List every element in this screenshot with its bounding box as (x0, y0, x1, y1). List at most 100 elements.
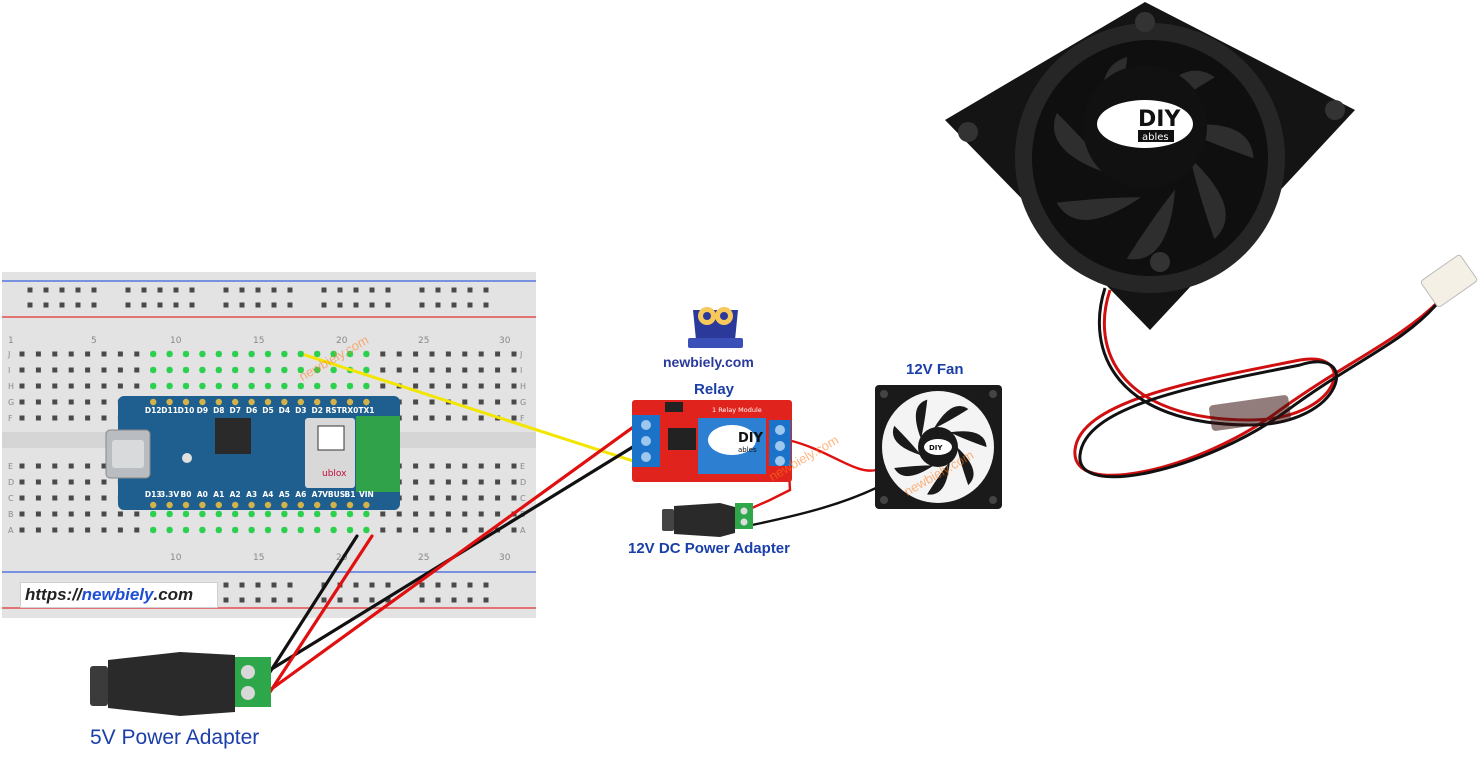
breadboard-hole (68, 383, 74, 389)
breadboard-hole (101, 399, 107, 405)
breadboard-hole (19, 415, 25, 421)
breadboard-hole (478, 383, 484, 389)
pin-label: A0 (197, 490, 208, 499)
breadboard-hole (429, 479, 435, 485)
module-text: ublox (322, 469, 347, 479)
active-hole (199, 526, 206, 534)
rail-hole (369, 302, 375, 308)
active-hole (330, 526, 337, 534)
breadboard-hole (478, 399, 484, 405)
rail-hole (141, 302, 147, 308)
rail-hole (125, 302, 131, 308)
breadboard-hole (413, 367, 419, 373)
active-hole (281, 382, 288, 390)
rail-hole (255, 287, 261, 293)
rail-hole (385, 582, 391, 588)
breadboard-hole (413, 463, 419, 469)
rail-hole (189, 302, 195, 308)
breadboard-hole (445, 527, 451, 533)
breadboard-hole (101, 527, 107, 533)
rail-hole (91, 287, 97, 293)
active-hole (215, 526, 222, 534)
row-letter: F (8, 414, 13, 423)
col-number: 25 (418, 336, 429, 346)
breadboard-hole (396, 511, 402, 517)
breadboard-hole (35, 415, 41, 421)
breadboard-hole (396, 351, 402, 357)
breadboard-hole (85, 463, 91, 469)
breadboard-hole (413, 399, 419, 405)
breadboard-hole (35, 351, 41, 357)
active-hole (281, 510, 288, 518)
rail-hole (271, 302, 277, 308)
rail-hole (157, 287, 163, 293)
active-hole (314, 366, 321, 374)
dc5-adapter-label: 5V Power Adapter (90, 726, 260, 749)
breadboard-hole (85, 351, 91, 357)
breadboard-hole (495, 479, 501, 485)
pin-hole (330, 398, 337, 406)
breadboard-hole (429, 495, 435, 501)
active-hole (199, 510, 206, 518)
breadboard-hole (396, 367, 402, 373)
pin-label: D7 (229, 406, 240, 415)
breadboard-hole (117, 527, 123, 533)
row-letter: A (520, 526, 526, 535)
fan-blade (949, 431, 987, 448)
breadboard-hole (478, 495, 484, 501)
active-hole (297, 350, 304, 358)
pin-label: RX0 (342, 406, 359, 415)
row-letter: D (520, 478, 526, 487)
breadboard-hole (429, 463, 435, 469)
yellow-signal-wire (303, 353, 638, 464)
breadboard-hole (68, 511, 74, 517)
rail-hole (141, 287, 147, 293)
active-hole (232, 366, 239, 374)
active-hole (199, 366, 206, 374)
breadboard-hole (380, 367, 386, 373)
active-hole (297, 366, 304, 374)
active-hole (232, 350, 239, 358)
breadboard-hole (85, 495, 91, 501)
row-letter: B (8, 510, 14, 519)
breadboard-hole (35, 399, 41, 405)
row-letter: G (520, 398, 526, 407)
rail-hole (271, 582, 277, 588)
row-letter: G (8, 398, 14, 407)
breadboard-hole (52, 383, 58, 389)
pin-label: A7 (312, 490, 323, 499)
col-number: 30 (499, 553, 511, 563)
url-prefix: https:// (25, 585, 82, 604)
url-box[interactable]: https://newbiely.com (20, 582, 218, 608)
rail-hole (125, 287, 131, 293)
board-pin-holes (150, 398, 370, 509)
col-number: 30 (499, 336, 511, 346)
breadboard-hole (101, 383, 107, 389)
row-letter: E (520, 462, 525, 471)
breadboard-hole (35, 527, 41, 533)
pin-hole (150, 501, 157, 509)
pin-label: D12 (145, 406, 162, 415)
col-number: 1 (8, 336, 14, 346)
active-hole (150, 366, 157, 374)
pin-label: TX1 (358, 406, 374, 415)
breadboard-hole (413, 527, 419, 533)
col-number: 25 (418, 553, 429, 563)
breadboard-hole (478, 511, 484, 517)
breadboard-hole (429, 383, 435, 389)
pin-label: VIN (359, 490, 374, 499)
active-hole (346, 510, 354, 518)
row-letter: C (8, 494, 14, 503)
rail-hole (59, 287, 65, 293)
breadboard-hole (429, 367, 435, 373)
pin-hole (199, 501, 206, 509)
breadboard-hole (462, 479, 468, 485)
active-hole (314, 382, 321, 390)
breadboard-hole (68, 479, 74, 485)
rail-hole (419, 287, 425, 293)
relay-module: DIY ables 1 Relay Module (632, 400, 792, 482)
breadboard-hole (35, 383, 41, 389)
breadboard-hole (429, 527, 435, 533)
rail-hole (91, 302, 97, 308)
